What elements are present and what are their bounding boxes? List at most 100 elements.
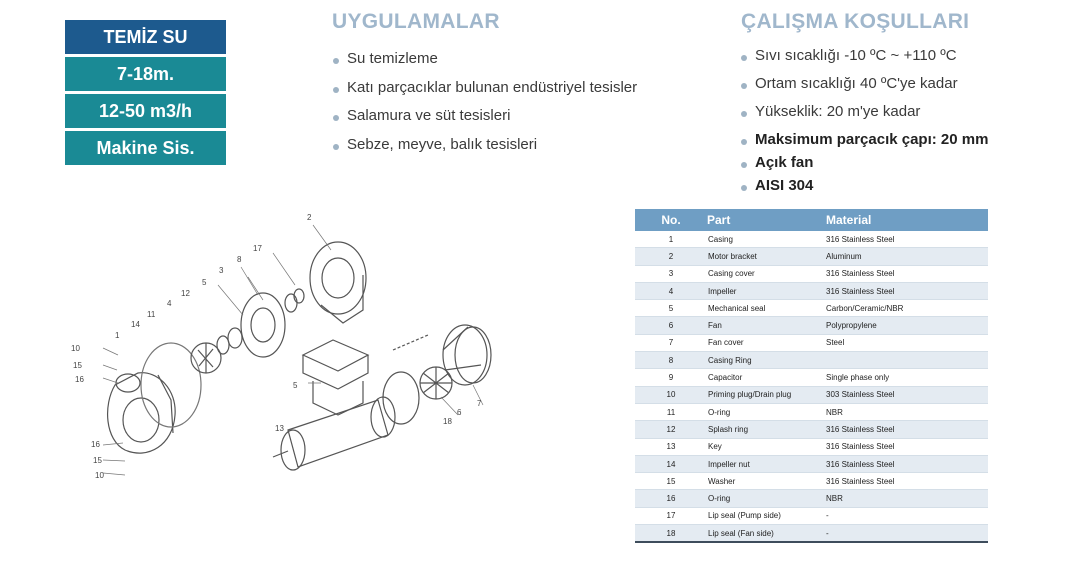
- cell-material: 316 Stainless Steel: [826, 455, 988, 474]
- cell-material: -: [826, 507, 988, 526]
- cell-no: 11: [635, 403, 707, 422]
- cell-part: Mechanical seal: [707, 299, 826, 318]
- list-item: Sebze, meyve, balık tesisleri: [333, 136, 637, 165]
- cell-no: 10: [635, 386, 707, 404]
- drawing-label: 18: [443, 417, 452, 426]
- cell-material: 316 Stainless Steel: [826, 265, 988, 283]
- cell-part: Casing: [707, 231, 826, 249]
- conditions-list: Sıvı sıcaklığı -10 ºC ~ +110 ºC Ortam sı…: [741, 47, 988, 200]
- cell-part: Capacitor: [707, 368, 826, 387]
- drawing-label: 3: [219, 266, 224, 275]
- cell-material: 316 Stainless Steel: [826, 420, 988, 439]
- badge-machine-system: Makine Sis.: [65, 131, 226, 165]
- cell-no: 13: [635, 438, 707, 456]
- drawing-label: 2: [307, 213, 312, 222]
- list-item: Maksimum parçacık çapı: 20 mm: [741, 131, 988, 154]
- cell-material: Carbon/Ceramic/NBR: [826, 299, 988, 318]
- cell-part: Lip seal (Pump side): [707, 507, 826, 526]
- cell-material: Steel: [826, 334, 988, 353]
- cell-no: 15: [635, 472, 707, 491]
- list-item: Sıvı sıcaklığı -10 ºC ~ +110 ºC: [741, 47, 988, 75]
- drawing-label: 10: [71, 344, 80, 353]
- cell-no: 16: [635, 489, 707, 508]
- cell-material: -: [826, 524, 988, 544]
- drawing-label: 8: [237, 255, 242, 264]
- cell-part: Motor bracket: [707, 247, 826, 266]
- fan-cover-part: [442, 324, 492, 386]
- drawing-label: 12: [181, 289, 190, 298]
- applications-list: Su temizleme Katı parçacıklar bulunan en…: [333, 50, 637, 165]
- cell-material: 316 Stainless Steel: [826, 282, 988, 301]
- cell-material: Single phase only: [826, 368, 988, 387]
- cell-part: O-ring: [707, 403, 826, 422]
- cell-no: 2: [635, 247, 707, 266]
- cell-material: 316 Stainless Steel: [826, 472, 988, 491]
- cell-material: 303 Stainless Steel: [826, 386, 988, 404]
- drawing-label: 1: [115, 331, 120, 340]
- cell-no: 17: [635, 507, 707, 526]
- cell-material: 316 Stainless Steel: [826, 231, 988, 249]
- cell-material: Polypropylene: [826, 316, 988, 335]
- drawing-label: 17: [253, 244, 262, 253]
- drawing-label: 10: [95, 471, 104, 480]
- list-item: AISI 304: [741, 177, 988, 200]
- cell-no: 18: [635, 524, 707, 544]
- cell-material: [826, 351, 988, 370]
- cell-part: Priming plug/Drain plug: [707, 386, 826, 404]
- table-header-row: No. Part Material: [635, 209, 988, 231]
- drawing-label: 15: [93, 456, 102, 465]
- badge-clean-water: TEMİZ SU: [65, 20, 226, 54]
- drawing-label: 7: [477, 399, 482, 408]
- motor-bracket-part: [309, 241, 367, 324]
- list-item: Su temizleme: [333, 50, 637, 79]
- cell-part: Casing Ring: [707, 351, 826, 370]
- drawing-label: 13: [275, 424, 284, 433]
- cell-material: Aluminum: [826, 247, 988, 266]
- impeller-part: [190, 342, 222, 374]
- header-material: Material: [826, 209, 988, 231]
- list-item: Açık fan: [741, 154, 988, 177]
- cell-part: Fan: [707, 316, 826, 335]
- cell-no: 12: [635, 420, 707, 439]
- drawing-label: 15: [73, 361, 82, 370]
- drawing-label: 16: [75, 375, 84, 384]
- cell-part: Impeller: [707, 282, 826, 301]
- cell-part: O-ring: [707, 489, 826, 508]
- header-no: No.: [635, 209, 707, 231]
- cell-part: Washer: [707, 472, 826, 491]
- cell-part: Impeller nut: [707, 455, 826, 474]
- badge-flow-range: 12-50 m3/h: [65, 94, 226, 128]
- header-part: Part: [707, 209, 826, 231]
- drawing-label: 11: [147, 310, 156, 319]
- drawing-label: 5: [293, 381, 298, 390]
- cell-no: 3: [635, 265, 707, 283]
- cell-no: 4: [635, 282, 707, 301]
- drawing-label: 5: [202, 278, 207, 287]
- fan-part: [419, 366, 453, 400]
- cell-no: 6: [635, 316, 707, 335]
- cell-material: NBR: [826, 489, 988, 508]
- list-item: Yükseklik: 20 m'ye kadar: [741, 103, 988, 131]
- list-item: Salamura ve süt tesisleri: [333, 107, 637, 136]
- cell-no: 5: [635, 299, 707, 318]
- badge-head-range: 7-18m.: [65, 57, 226, 91]
- cell-part: Lip seal (Fan side): [707, 524, 826, 544]
- applications-title: UYGULAMALAR: [332, 10, 500, 33]
- drawing-label: 14: [131, 320, 140, 329]
